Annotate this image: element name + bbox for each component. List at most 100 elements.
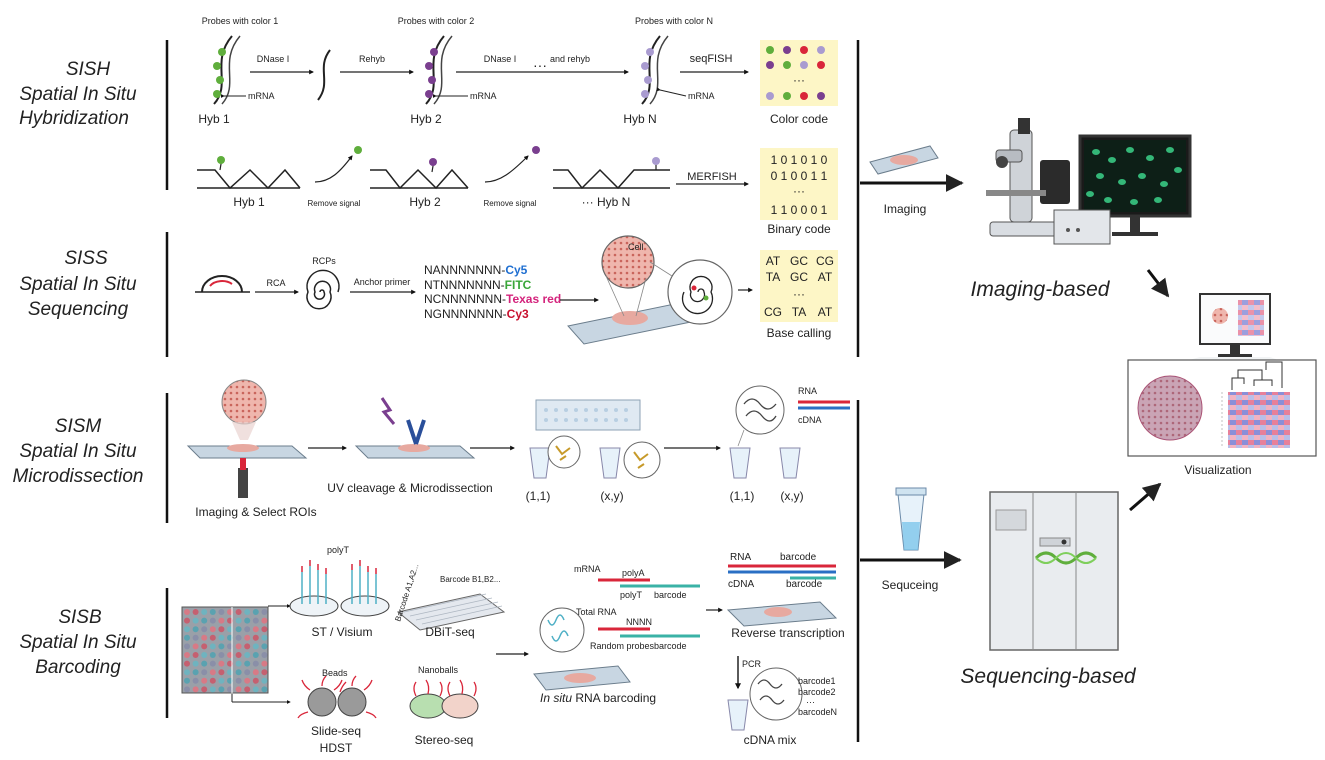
array-spot: [235, 686, 242, 693]
sequencing-branch: Sequceing Sequencing-based: [860, 487, 1137, 688]
array-spot: [244, 669, 251, 676]
array-spot: [244, 686, 251, 693]
rehyb-label: Rehyb: [359, 54, 385, 64]
tube-3: [729, 447, 751, 479]
array-spot: [244, 634, 251, 641]
reverse-transcription-label: Reverse transcription: [731, 626, 844, 640]
probes-color2-label: Probes with color 2: [398, 16, 475, 26]
base-r2c2: GC: [790, 270, 808, 284]
barcode1-label: barcode: [654, 590, 687, 600]
laser-tool: [406, 419, 426, 445]
array-spot: [261, 686, 268, 693]
array-spot: [184, 652, 190, 658]
sish-line2: Hybridization: [19, 108, 129, 129]
hybN-strand: [641, 35, 669, 105]
merfish-hyb1-label: Hyb 1: [233, 195, 265, 209]
seq-row-1: NANNNNNNN-Cy5: [424, 263, 528, 277]
base-calling-label: Base calling: [767, 326, 832, 340]
imaging-based-title: Imaging-based: [971, 278, 1111, 301]
array-spot: [201, 643, 208, 650]
insitu-label: In situ RNA barcoding: [540, 691, 656, 705]
barcodeN-list: barcodeN: [798, 707, 837, 717]
array-spot: [244, 609, 251, 615]
array-spot: [209, 643, 216, 650]
array-spot: [218, 652, 225, 658]
seqfish-row: Probes with color 1 Probes with color 2 …: [198, 16, 838, 126]
controller-box-icon: [1053, 209, 1111, 245]
array-spot: [209, 617, 216, 624]
ellipsis-1: ···: [533, 57, 547, 73]
array-spot: [235, 634, 242, 641]
array-spot: [218, 677, 225, 684]
slide-seq-label: Slide-seq: [311, 724, 361, 738]
sish-line1: Spatial In Situ: [19, 84, 137, 105]
nnnn-label: NNNN: [626, 617, 652, 627]
tube-1-label: (1,1): [526, 489, 551, 503]
sism-abbr: SISM: [55, 416, 102, 437]
anchor-primer-label: Anchor primer: [354, 277, 411, 287]
mrna-label-2: mRNA: [470, 91, 497, 101]
probes-colorN-label: Probes with color N: [635, 16, 713, 26]
siss-row: RCA RCPs Anchor primer NANNNNNNN-Cy5 NTN…: [195, 235, 838, 345]
array-spot: [244, 626, 251, 633]
binary-row-4: 1 1 0 0 0 1: [771, 203, 828, 217]
sism-slide-1: [186, 445, 308, 459]
merfish-hybN-label: ··· Hyb N: [582, 195, 631, 209]
array-spot: [209, 626, 216, 633]
cell-zoom-circle: [667, 259, 733, 325]
base-grid: AT GC CG TA GC AT ··· CG TA AT: [764, 254, 834, 319]
base-calling-panel: [760, 250, 838, 322]
slide-seq-beads-icon: [297, 675, 377, 719]
dnase-label-2: DNase I: [484, 54, 517, 64]
array-spot: [244, 660, 251, 667]
sish-abbr: SISH: [66, 59, 111, 80]
array-spot: [209, 652, 216, 658]
sisb-mrna-label: mRNA: [574, 564, 601, 574]
array-spot: [209, 660, 216, 667]
merfish-probe-strip-1: [197, 168, 301, 190]
siss-abbr: SISS: [64, 248, 108, 269]
section-label-sisb: SISB Spatial In Situ Barcoding: [19, 607, 137, 678]
well-plate: [535, 399, 641, 431]
array-spot: [235, 677, 242, 684]
array-spot: [261, 626, 268, 633]
base-r1c2: GC: [790, 254, 808, 268]
array-spot: [192, 677, 199, 684]
array-spot: [261, 652, 268, 658]
array-spot: [201, 609, 208, 615]
base-r4c2: TA: [792, 305, 806, 319]
rt-rna-label: RNA: [730, 552, 751, 563]
cdna-mix-tube: [727, 699, 749, 731]
array-spot: [209, 669, 216, 676]
array-spot: [209, 686, 216, 693]
array-spot: [218, 669, 225, 676]
random-probes-label: Random probes: [590, 641, 655, 651]
seq-row-3: NCNNNNNNN-Texas red: [424, 292, 561, 306]
binary-row-3: ···: [793, 184, 805, 198]
rna-label: RNA: [798, 386, 817, 396]
rcp-spiral: [306, 269, 340, 310]
tube-4-label: (x,y): [780, 489, 803, 503]
sisb-line2: Barcoding: [35, 657, 121, 678]
polyt-label: polyT: [327, 545, 350, 555]
array-spot: [201, 626, 208, 633]
total-rna-zoom: [539, 607, 585, 653]
array-spot: [192, 617, 199, 624]
array-spot: [192, 652, 199, 658]
barcode1-list: barcode1: [798, 676, 836, 686]
array-spot: [252, 626, 259, 633]
base-r4c3: AT: [818, 305, 833, 319]
cdna-label: cDNA: [798, 415, 822, 425]
siss-line1: Spatial In Situ: [19, 274, 137, 295]
mrna-label-3: mRNA: [688, 91, 715, 101]
cdna-mix-label: cDNA mix: [744, 733, 797, 747]
array-spot: [252, 617, 259, 624]
array-spot: [201, 634, 208, 641]
sequencing-based-title: Sequencing-based: [960, 665, 1136, 688]
color-code-dots: [766, 46, 825, 100]
array-spot: [209, 677, 216, 684]
base-r2c3: AT: [818, 270, 833, 284]
binary-code-label: Binary code: [767, 222, 831, 236]
padlock-probe: [201, 275, 243, 293]
merfish-method-label: MERFISH: [687, 171, 737, 183]
